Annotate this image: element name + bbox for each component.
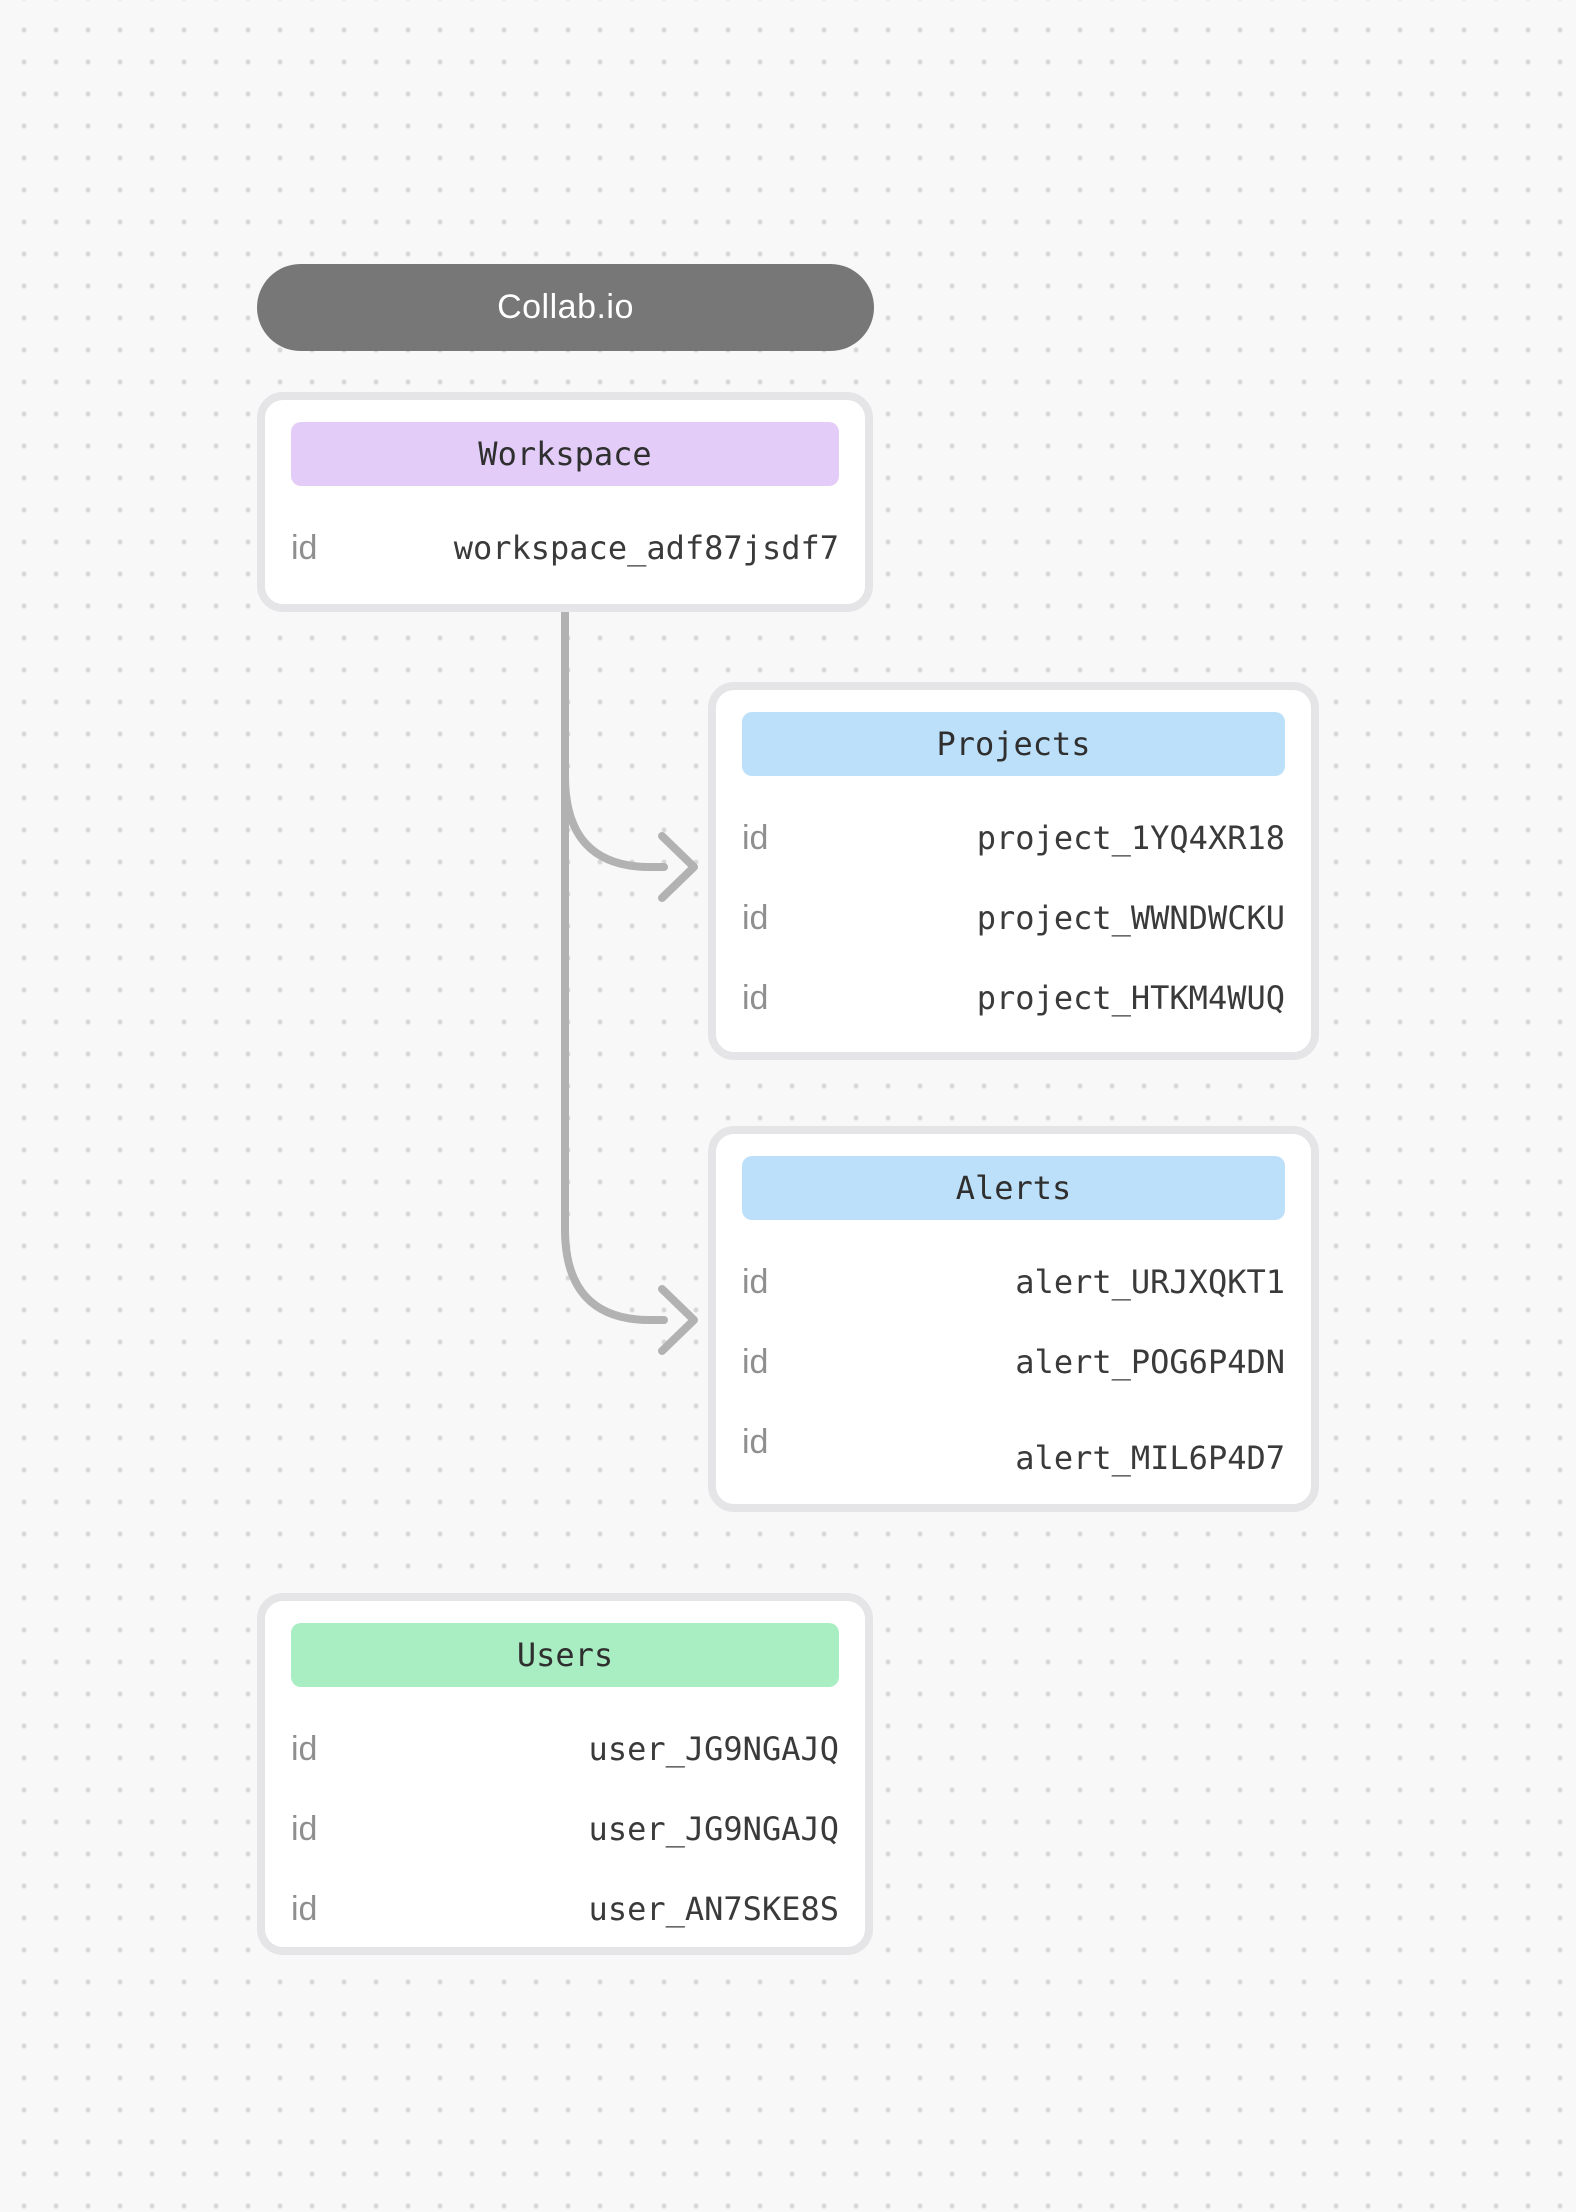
entity-header-workspace: Workspace [291, 422, 839, 486]
field-row: id alert_URJXQKT1 [742, 1262, 1285, 1302]
arrowhead-icon [658, 1285, 698, 1355]
entity-card-users[interactable]: Users id user_JG9NGAJQ id user_JG9NGAJQ … [257, 1593, 873, 1955]
field-value: alert_URJXQKT1 [1015, 1263, 1285, 1301]
field-key: id [742, 1263, 769, 1301]
field-key: id [742, 1423, 769, 1461]
field-row: id workspace_adf87jsdf7 [291, 528, 839, 568]
connector-workspace-alerts [561, 602, 668, 1324]
field-key: id [291, 1890, 318, 1928]
diagram-title-pill[interactable]: Collab.io [257, 264, 874, 351]
field-value: alert_MIL6P4D7 [1015, 1439, 1285, 1477]
arrowhead-icon [658, 832, 698, 902]
field-value: project_HTKM4WUQ [976, 979, 1285, 1017]
field-row: id alert_POG6P4DN [742, 1342, 1285, 1382]
field-key: id [742, 819, 769, 857]
entity-card-workspace[interactable]: Workspace id workspace_adf87jsdf7 [257, 392, 873, 612]
field-key: id [742, 899, 769, 937]
field-value: alert_POG6P4DN [1015, 1343, 1285, 1381]
field-key: id [291, 1730, 318, 1768]
field-value: user_JG9NGAJQ [588, 1810, 839, 1848]
field-key: id [291, 529, 318, 567]
field-row: id user_JG9NGAJQ [291, 1809, 839, 1849]
connector-workspace-projects [561, 602, 668, 871]
entity-card-projects[interactable]: Projects id project_1YQ4XR18 id project_… [708, 682, 1319, 1060]
field-value: project_WWNDWCKU [976, 899, 1285, 937]
field-value: project_1YQ4XR18 [976, 819, 1285, 857]
field-row: id project_1YQ4XR18 [742, 818, 1285, 858]
entity-header-alerts: Alerts [742, 1156, 1285, 1220]
field-value: user_JG9NGAJQ [588, 1730, 839, 1768]
field-row: id user_AN7SKE8S [291, 1889, 839, 1929]
field-key: id [742, 979, 769, 1017]
field-value: user_AN7SKE8S [588, 1890, 839, 1928]
field-row: id project_HTKM4WUQ [742, 978, 1285, 1018]
field-value: workspace_adf87jsdf7 [453, 529, 839, 567]
field-row: id project_WWNDWCKU [742, 898, 1285, 938]
field-row: id user_JG9NGAJQ [291, 1729, 839, 1769]
entity-card-alerts[interactable]: Alerts id alert_URJXQKT1 id alert_POG6P4… [708, 1126, 1319, 1512]
entity-header-projects: Projects [742, 712, 1285, 776]
entity-header-users: Users [291, 1623, 839, 1687]
field-key: id [291, 1810, 318, 1848]
field-row: id alert_MIL6P4D7 [742, 1422, 1285, 1474]
field-key: id [742, 1343, 769, 1381]
